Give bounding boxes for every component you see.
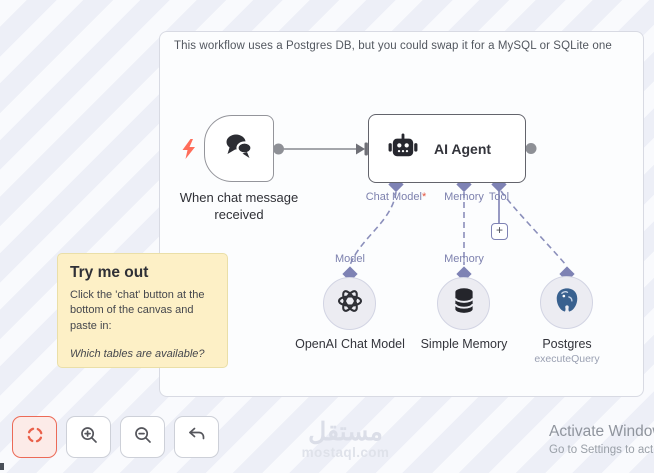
canvas-toolbar [12,416,219,458]
watermark: مستقل mostaql.com [283,418,408,461]
watermark-domain: mostaql.com [301,445,390,460]
port-chat-model-text: Chat Model [365,191,422,203]
node-openai-chat-model[interactable] [323,277,376,330]
port-label-tool: Tool [488,191,510,203]
workflow-canvas[interactable]: This workflow uses a Postgres DB, but yo… [159,31,644,397]
sticky-note-body: Click the 'chat' button at the bottom of… [70,289,205,332]
node-postgres[interactable] [540,276,593,329]
port-label-memory: Memory [444,191,484,203]
robot-icon [385,129,421,168]
postgres-node-subtitle: executeQuery [534,353,600,365]
postgres-elephant-icon [553,286,581,319]
connection-arrowhead [356,143,365,155]
openai-node-label: OpenAI Chat Model [295,337,405,351]
link-label-memory: Memory [444,253,484,265]
sticky-note-prompt: Which tables are available? [70,348,205,361]
trigger-node-label: When chat message received [179,190,299,223]
openai-logo-icon [335,286,365,321]
link-label-model: Model [335,253,365,265]
chat-bubbles-icon [222,130,256,167]
activate-windows-line2: Go to Settings to activate Windows [549,444,654,456]
required-asterisk: * [421,191,427,203]
port-label-chat-model: Chat Model* [366,191,427,203]
trigger-output-port[interactable] [273,143,284,155]
add-tool-button[interactable]: + [491,223,508,240]
undo-icon [187,425,207,450]
watermark-arabic: مستقل [308,418,383,446]
agent-output-port[interactable] [525,143,537,154]
zoom-in-button[interactable] [66,416,111,458]
node-simple-memory[interactable] [437,277,490,330]
activate-windows-line1: Activate Windows [549,423,654,440]
trigger-bolt-icon [181,139,197,164]
node-ai-agent[interactable]: AI Agent [368,114,526,183]
database-icon [451,287,477,320]
memory-node-label: Simple Memory [420,337,508,351]
connection-tool-postgres[interactable] [500,190,567,266]
postgres-node-label: Postgres [542,337,592,351]
zoom-out-button[interactable] [120,416,165,458]
screen-corner-artifact [0,463,4,470]
sticky-note[interactable]: Try me out Click the 'chat' button at th… [57,253,228,368]
zoom-to-fit-button[interactable] [12,416,57,458]
activate-windows-overlay: Activate Windows Go to Settings to activ… [549,423,654,456]
undo-button[interactable] [174,416,219,458]
zoom-to-fit-icon [25,425,45,450]
node-when-chat-message-received[interactable] [204,115,274,182]
agent-node-label: AI Agent [434,140,492,157]
workflow-note-text: This workflow uses a Postgres DB, but yo… [174,40,612,52]
zoom-out-icon [133,425,153,450]
zoom-in-icon [79,425,99,450]
sticky-note-title: Try me out [70,264,149,281]
